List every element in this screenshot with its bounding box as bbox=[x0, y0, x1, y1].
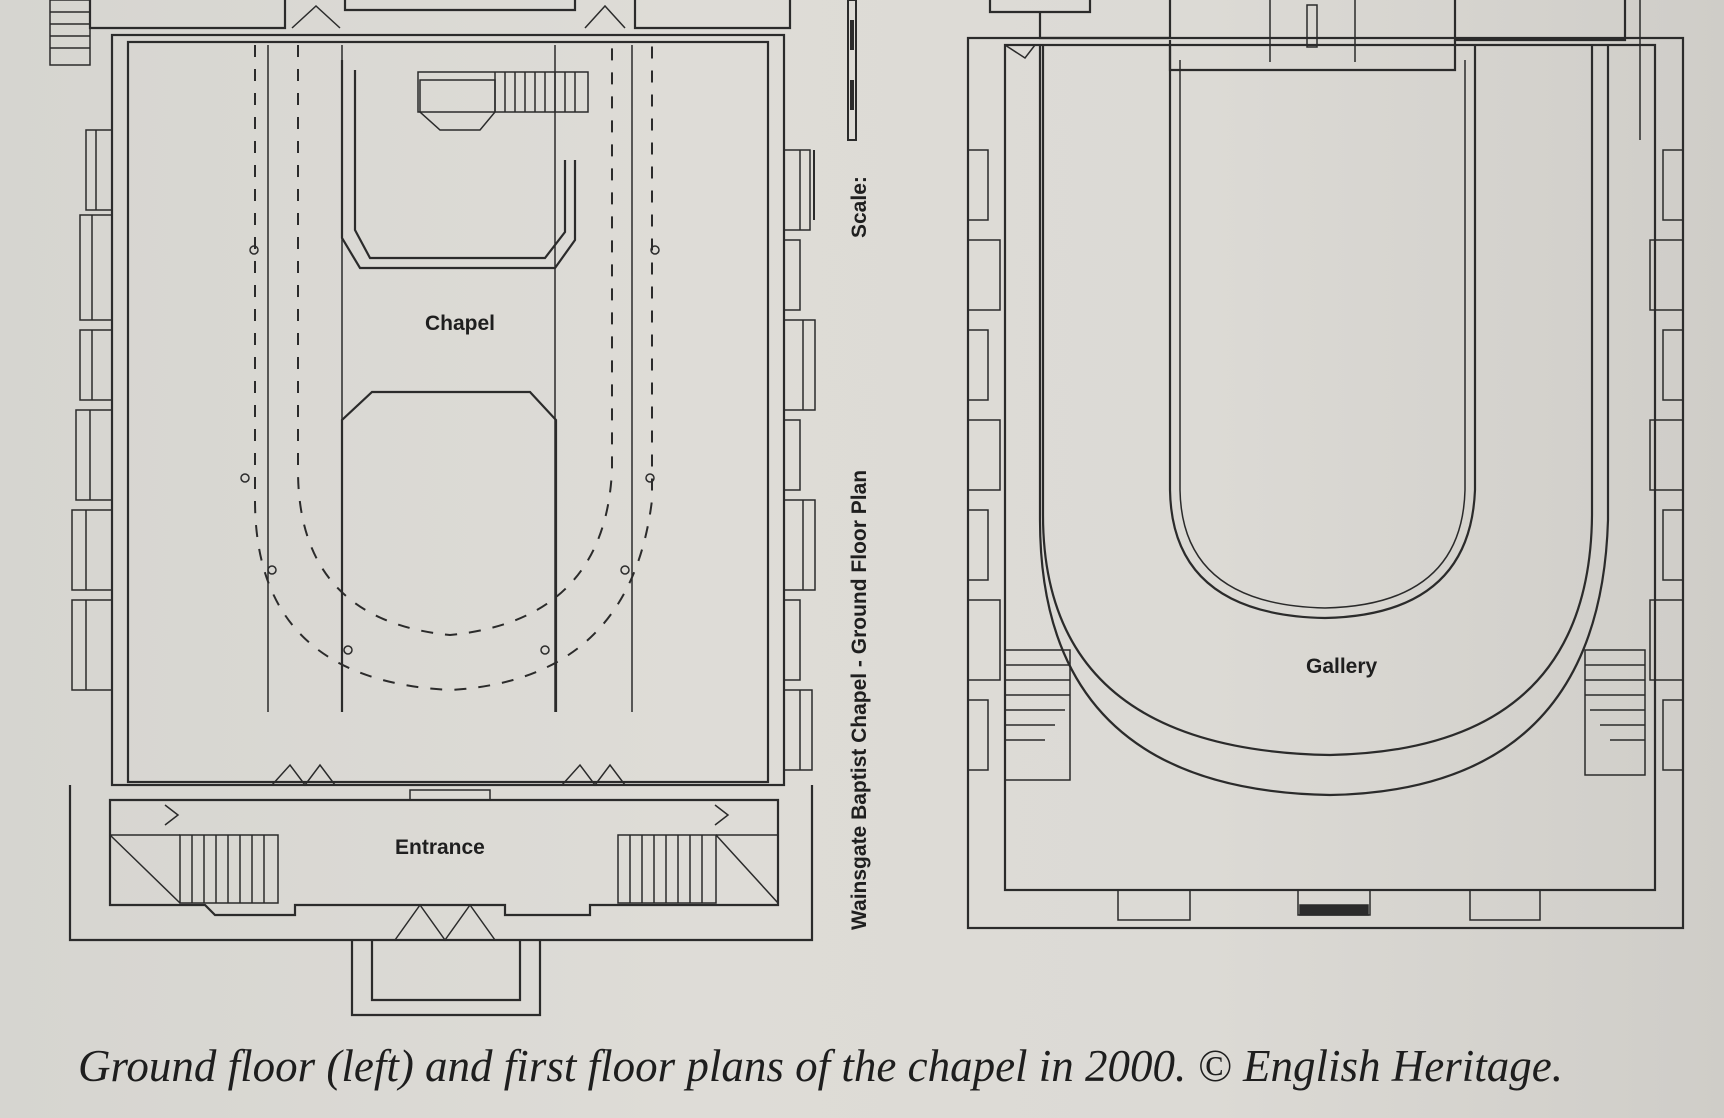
gallery-inner bbox=[1168, 45, 1477, 620]
gallery-outer bbox=[1038, 45, 1610, 797]
gallery-label: Gallery bbox=[1306, 655, 1378, 678]
scale-label: Scale: bbox=[848, 176, 871, 238]
entrance-stair-right bbox=[617, 804, 779, 904]
entrance-stair-left bbox=[109, 804, 279, 904]
top-left-stair bbox=[49, 0, 91, 66]
first-floor-plan bbox=[966, 0, 1685, 930]
scale-bar bbox=[847, 0, 857, 141]
first-right-windows bbox=[1649, 149, 1683, 771]
left-windows bbox=[71, 129, 112, 691]
gallery-rail bbox=[1041, 45, 1594, 757]
pulpit-area bbox=[340, 60, 577, 270]
pulpit-stair bbox=[417, 71, 589, 113]
gallery-stair-left bbox=[1004, 649, 1071, 781]
first-inner-wall bbox=[1003, 43, 1657, 892]
gallery-outline-inner bbox=[297, 45, 613, 637]
entrance-label: Entrance bbox=[395, 836, 485, 859]
figure-caption: Ground floor (left) and first floor plan… bbox=[78, 1041, 1563, 1091]
first-outer-wall bbox=[966, 36, 1685, 930]
entrance-hall bbox=[68, 785, 814, 942]
gallery-outline-outer bbox=[254, 45, 653, 692]
ground-outer-wall bbox=[110, 33, 786, 787]
ground-floor-plan bbox=[49, 0, 816, 1017]
central-pews bbox=[340, 390, 558, 712]
porch bbox=[350, 940, 542, 1017]
right-windows bbox=[784, 149, 816, 771]
first-left-windows bbox=[968, 149, 1001, 771]
chapel-label: Chapel bbox=[425, 312, 495, 335]
side-title: Wainsgate Baptist Chapel - Ground Floor … bbox=[848, 470, 871, 930]
first-bottom-windows bbox=[1117, 890, 1541, 921]
ground-inner-wall bbox=[126, 40, 770, 784]
columns bbox=[240, 245, 660, 655]
gallery-stair-right bbox=[1584, 649, 1646, 776]
